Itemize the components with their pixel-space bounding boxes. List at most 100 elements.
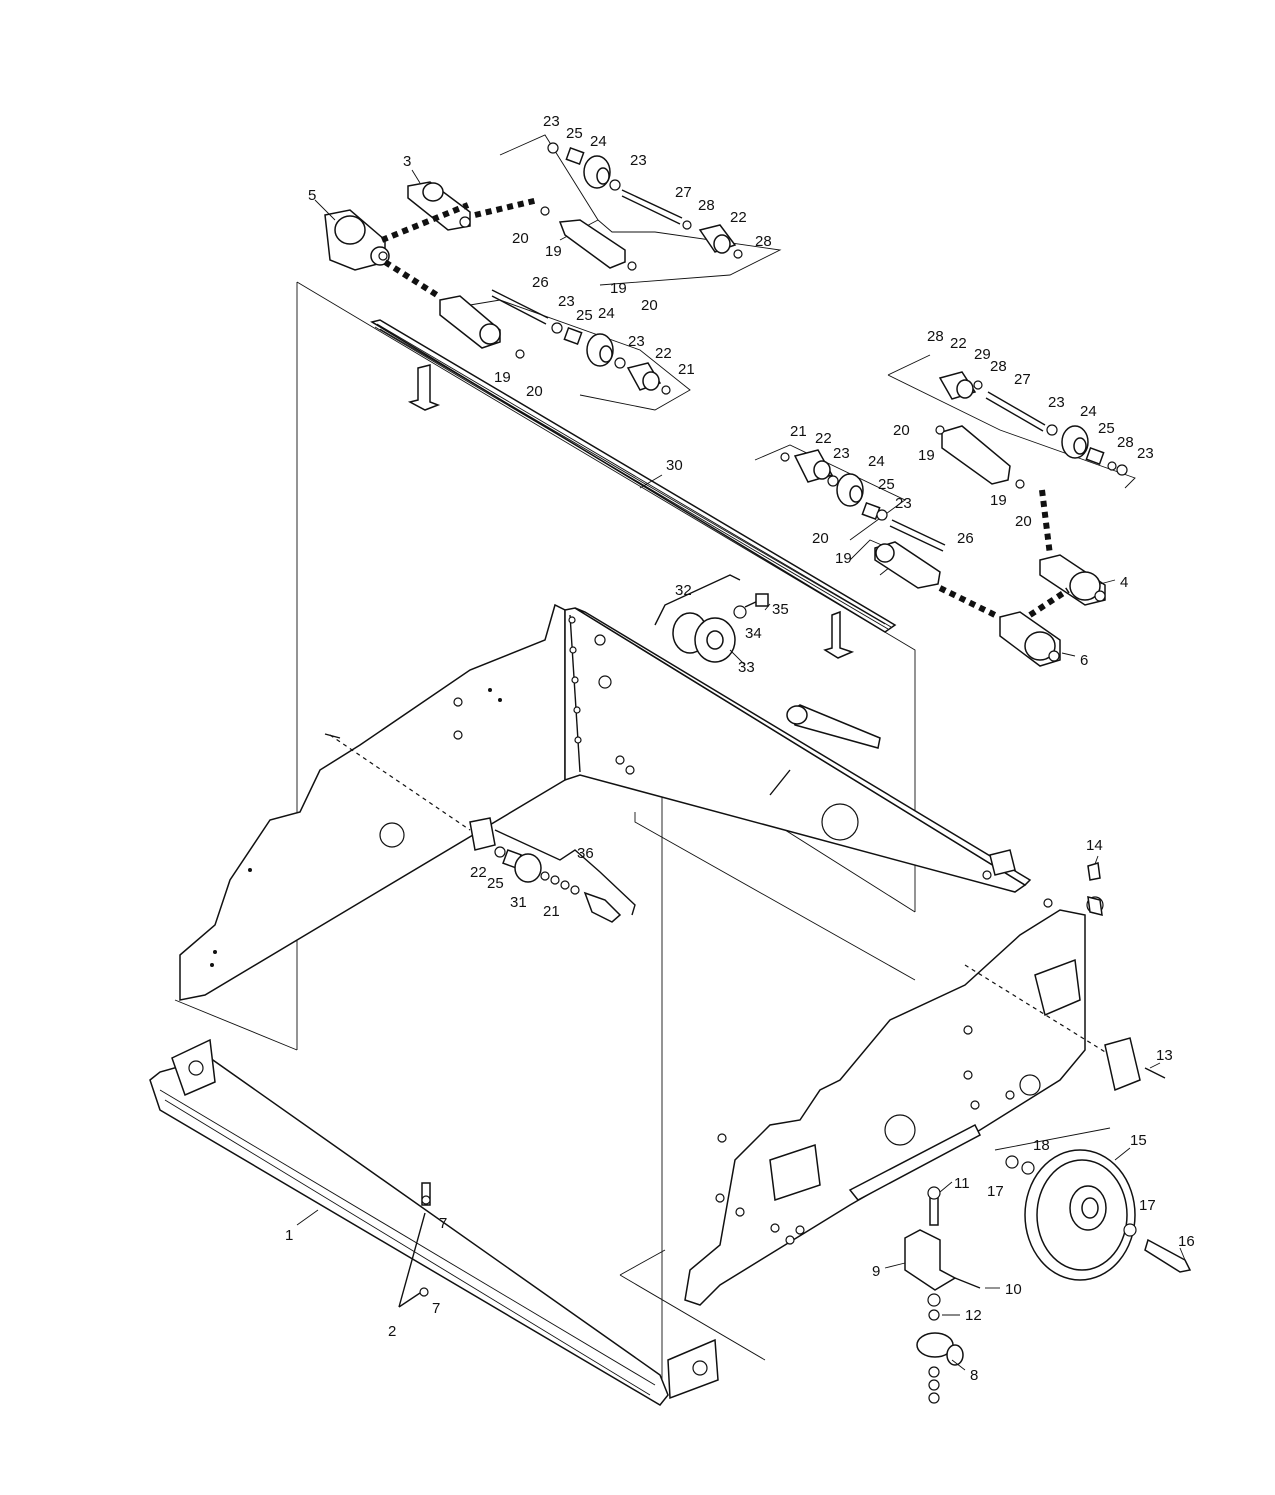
callout-16: 16 [1178,1233,1195,1250]
callout-36: 36 [577,845,594,862]
hinge-plate [769,1143,821,1202]
clip-28 [733,249,743,259]
bolt [453,697,463,707]
shaft-26 [491,289,549,319]
callout-32: 32 [675,582,692,599]
nut-7 [421,1195,431,1205]
callout-2: 2 [388,1323,396,1340]
back-panel-edge [568,614,582,773]
callout-25: 25 [878,476,895,493]
callout-23: 23 [1137,445,1154,462]
callout-21: 21 [790,423,807,440]
callout-9: 9 [872,1263,880,1280]
washer-23 [876,509,888,521]
washer [570,885,580,895]
stud-2 [421,1182,431,1206]
callout-19: 19 [990,492,1007,509]
bolt [1043,898,1053,908]
idler-bracket [469,817,496,851]
washer-17 [1123,1223,1137,1237]
washer-19 [1015,479,1025,489]
pivot-bracket-6 [999,611,1061,667]
wheel-assembly-15 [994,862,1192,1281]
washer [550,875,560,885]
rail-bracket [407,364,441,411]
connector-dash [1028,587,1070,618]
shaft-end [1087,896,1103,916]
bolt [717,1133,727,1143]
left-side-panel [179,603,566,1001]
callout-26: 26 [957,530,974,547]
washer-23 [551,322,563,334]
washer-23 [1046,424,1058,436]
callout-20: 20 [512,230,529,247]
actuator-end [786,705,808,725]
callout-23: 23 [558,293,575,310]
callout-19: 19 [494,369,511,386]
sleeve-end [642,371,660,391]
clip-28 [1107,461,1117,471]
callout-22: 22 [815,430,832,447]
clip-28 [682,220,692,230]
upper-left-roller-assembly [324,134,782,411]
callout-23: 23 [895,495,912,512]
frame-line [174,999,298,1051]
callout-35: 35 [772,601,789,618]
bolt [715,1193,725,1203]
connector-dash [383,259,442,300]
group-outline [994,1127,1111,1151]
axle-bolt-16 [1144,1238,1192,1273]
caster-wheel [946,1344,964,1366]
group-outline [887,354,931,376]
idler-pulley-31 [514,853,542,883]
callout-33: 33 [738,659,755,676]
connector-dash [380,202,470,243]
shaft-27 [621,195,681,225]
callout-24: 24 [1080,403,1097,420]
callout-28: 28 [990,358,1007,375]
bolt [982,870,992,880]
washer-19 [540,206,550,216]
caster-bracket-9 [904,1229,957,1291]
bolt [598,675,612,689]
callout-22: 22 [730,209,747,226]
pivot-bracket-5 [324,209,390,271]
pin [769,769,791,796]
nut [928,1379,940,1391]
callout-18: 18 [1033,1137,1050,1154]
roller-hub [599,345,613,363]
right-side-panel [684,849,1104,1306]
callout-27: 27 [675,184,692,201]
callout-21: 21 [543,903,560,920]
callout-14: 14 [1086,837,1103,854]
callout-4: 4 [1120,574,1128,591]
callout-20: 20 [641,297,658,314]
washer [560,880,570,890]
callout-22: 22 [470,864,487,881]
roller-bracket [558,219,626,269]
washer-23 [609,179,621,191]
callout-24: 24 [590,133,607,150]
frame-line [619,1249,666,1276]
spring-25 [1085,447,1105,465]
bracket-hub [875,543,895,563]
bolt-35-head [755,593,769,607]
callout-25: 25 [487,875,504,892]
clip-29 [973,380,983,390]
bolt [594,634,606,646]
callout-22: 22 [655,345,672,362]
callout-20: 20 [812,530,829,547]
bolt [785,1235,795,1245]
roller-bracket [941,425,1011,485]
shaft-27 [987,391,1046,426]
front-cross-member-1 [149,1038,719,1406]
callout-28: 28 [1117,434,1134,451]
callout-25: 25 [566,125,583,142]
shaft-26 [891,519,946,546]
nut-14 [1087,862,1101,881]
washer-23 [1116,464,1128,476]
callout-20: 20 [1015,513,1032,530]
callout-28: 28 [698,197,715,214]
